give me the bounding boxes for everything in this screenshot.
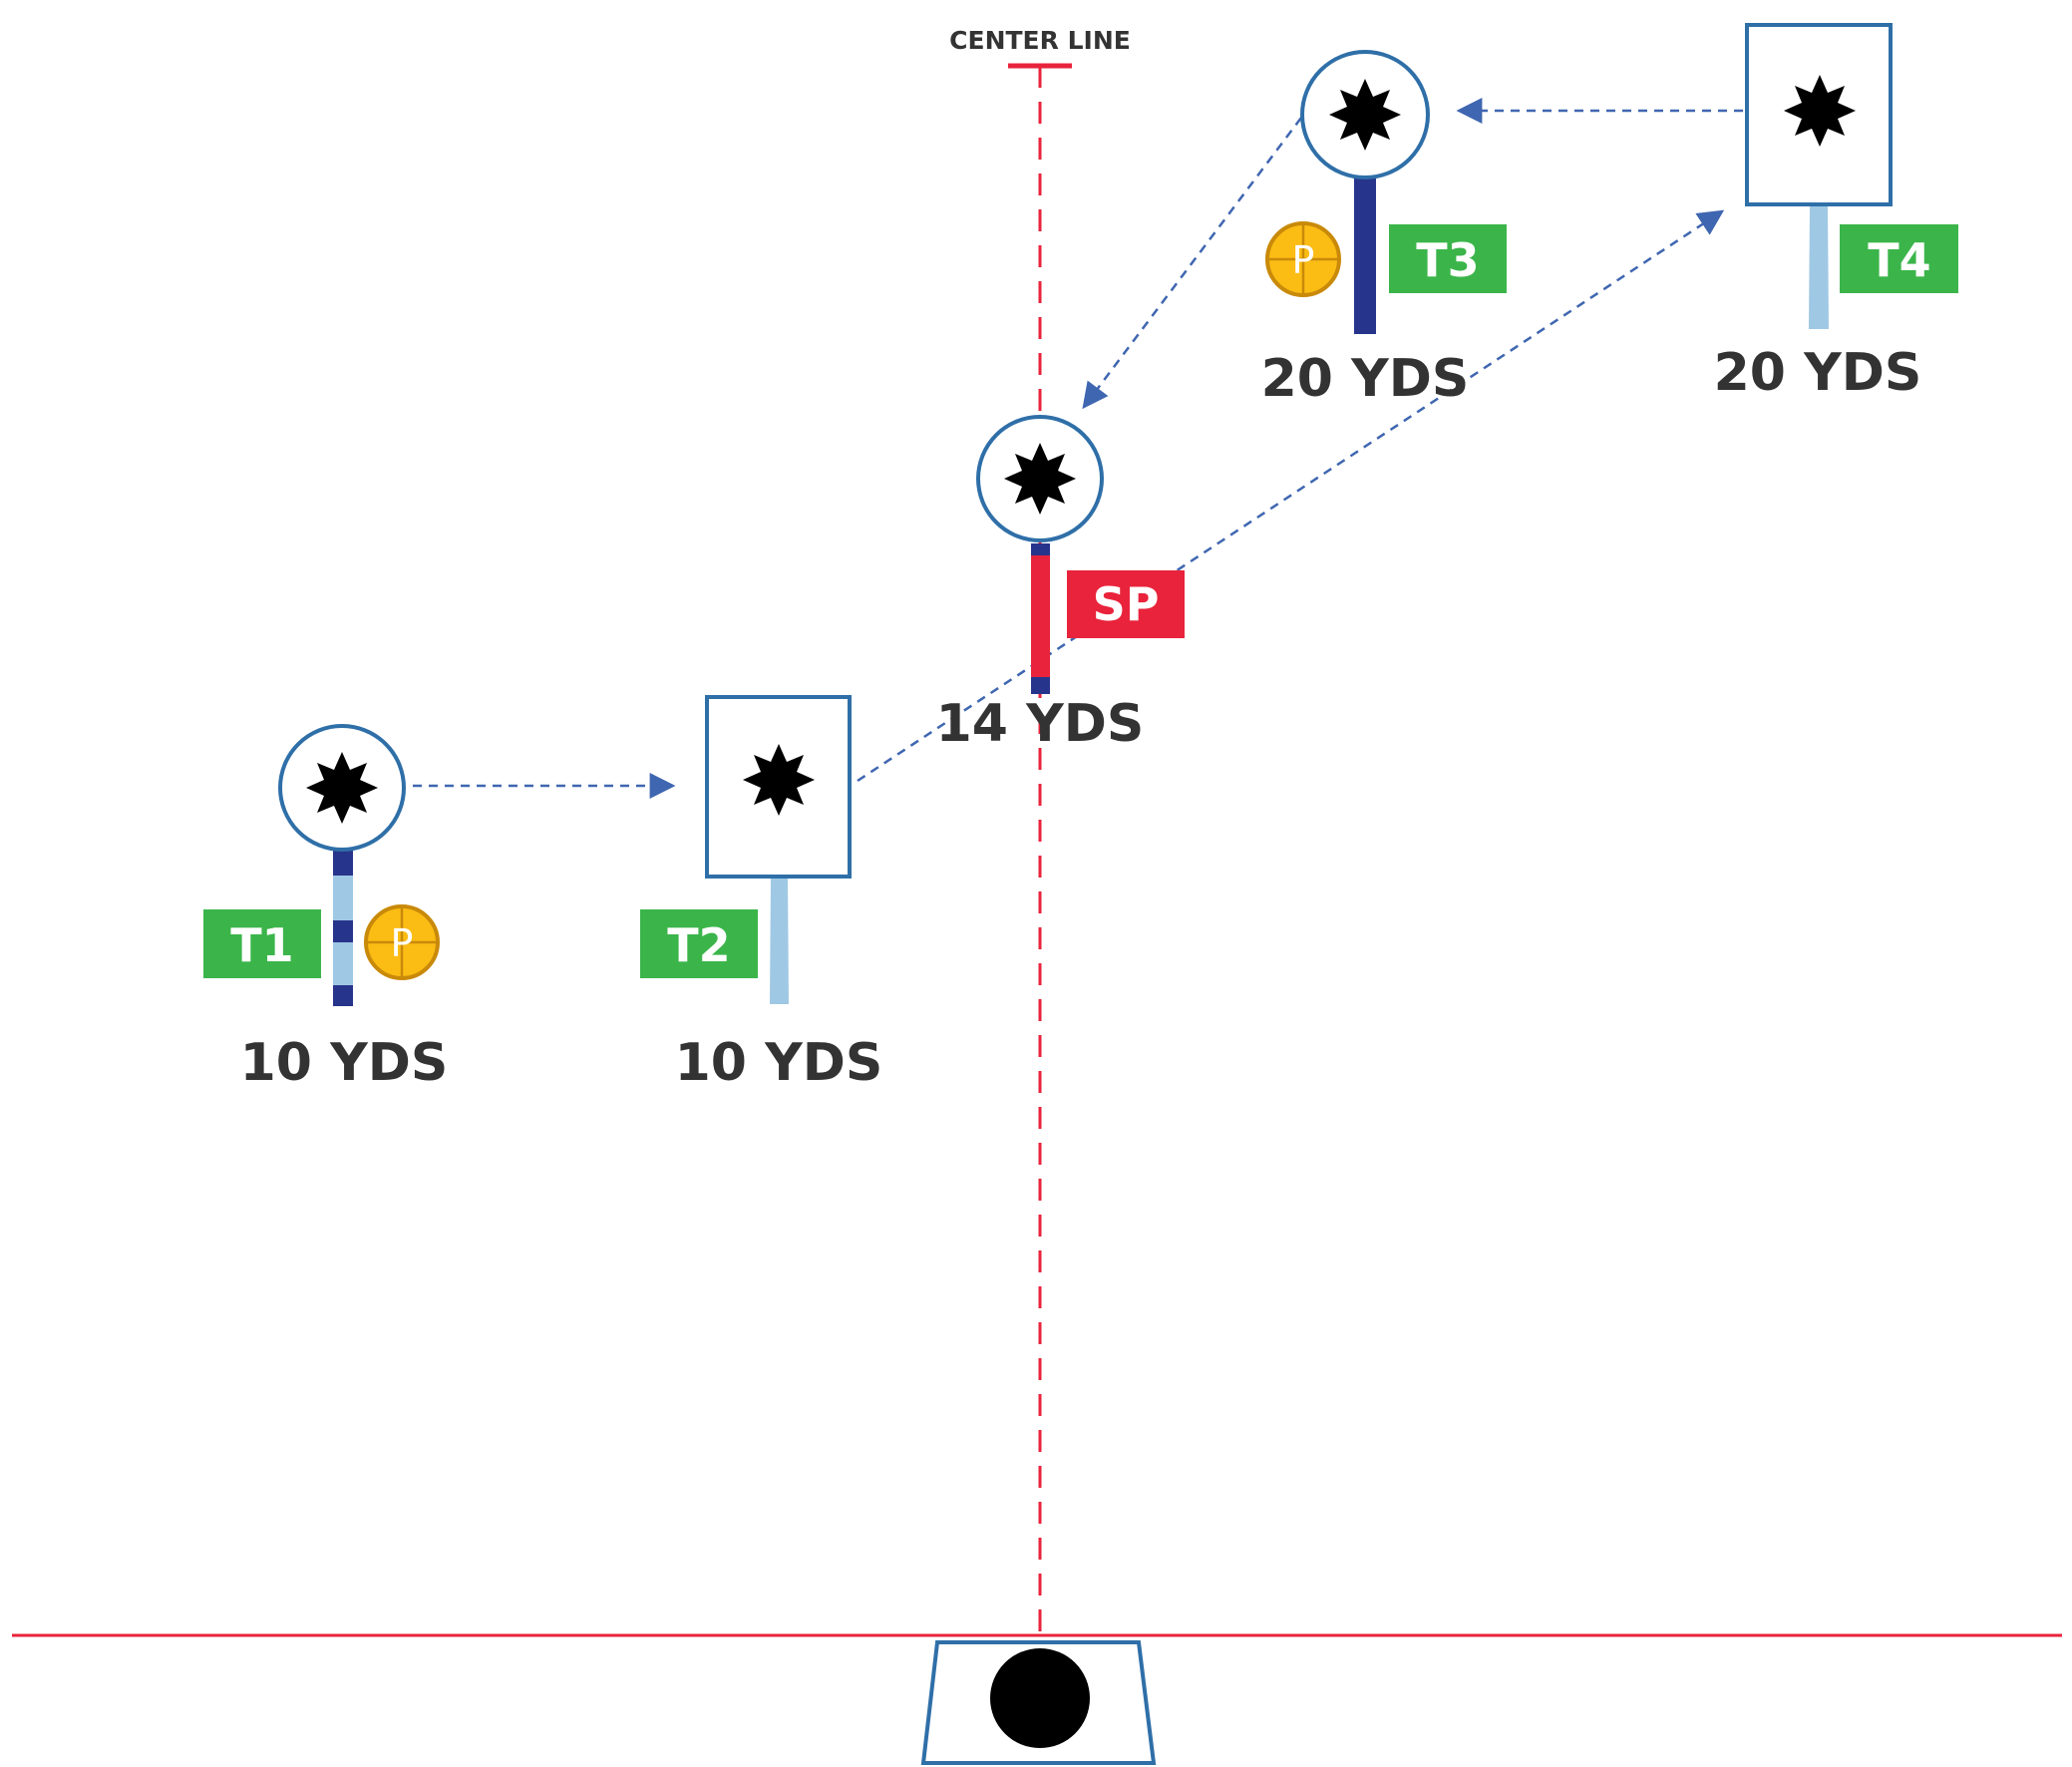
t3-post [1354, 177, 1376, 334]
t4-tag-bg [1840, 224, 1958, 293]
shooter-position-icon [990, 1648, 1090, 1748]
t3-distance: 20 YDS [1261, 349, 1470, 409]
t3-tag: T3 [1416, 233, 1479, 287]
target-t2: T2 10 YDS [640, 695, 883, 1093]
t1-distance: 10 YDS [240, 1033, 449, 1093]
t3-p-label: P [1292, 238, 1315, 282]
start-position-plate [976, 415, 1104, 542]
t4-post [1809, 206, 1829, 329]
starburst-icon [306, 752, 378, 824]
t1-p-marker: P [364, 904, 440, 980]
starburst-icon [1784, 75, 1856, 147]
target-t1: T1 P 10 YDS [203, 724, 449, 1093]
sp-tag: SP [1093, 577, 1160, 631]
starburst-icon [743, 744, 815, 816]
t2-post [770, 878, 789, 1004]
sp-tag-bg [1067, 570, 1185, 638]
start-position-post [1031, 543, 1050, 694]
t2-tag: T2 [667, 918, 730, 972]
t1-p-label: P [391, 921, 414, 965]
t4-distance: 20 YDS [1714, 343, 1922, 403]
t1-tag: T1 [230, 918, 293, 972]
center-line [1008, 63, 1072, 1635]
target-t3: P T3 20 YDS [1261, 50, 1507, 409]
t3-p-marker: P [1265, 221, 1341, 297]
t2-tag-bg [640, 909, 758, 978]
starburst-icon [1004, 443, 1076, 515]
center-line-label: CENTER LINE [949, 26, 1131, 55]
sp-distance: 14 YDS [936, 694, 1145, 754]
t1-post [333, 850, 353, 1006]
shooting-box [920, 1640, 1157, 1765]
t1-tag-bg [203, 909, 321, 978]
target-t4: T4 20 YDS [1714, 23, 1958, 403]
starburst-icon [1329, 79, 1401, 151]
t3-tag-bg [1389, 224, 1507, 293]
t2-distance: 10 YDS [675, 1033, 883, 1093]
movement-arrows [413, 98, 1743, 799]
t4-tag: T4 [1868, 233, 1930, 287]
